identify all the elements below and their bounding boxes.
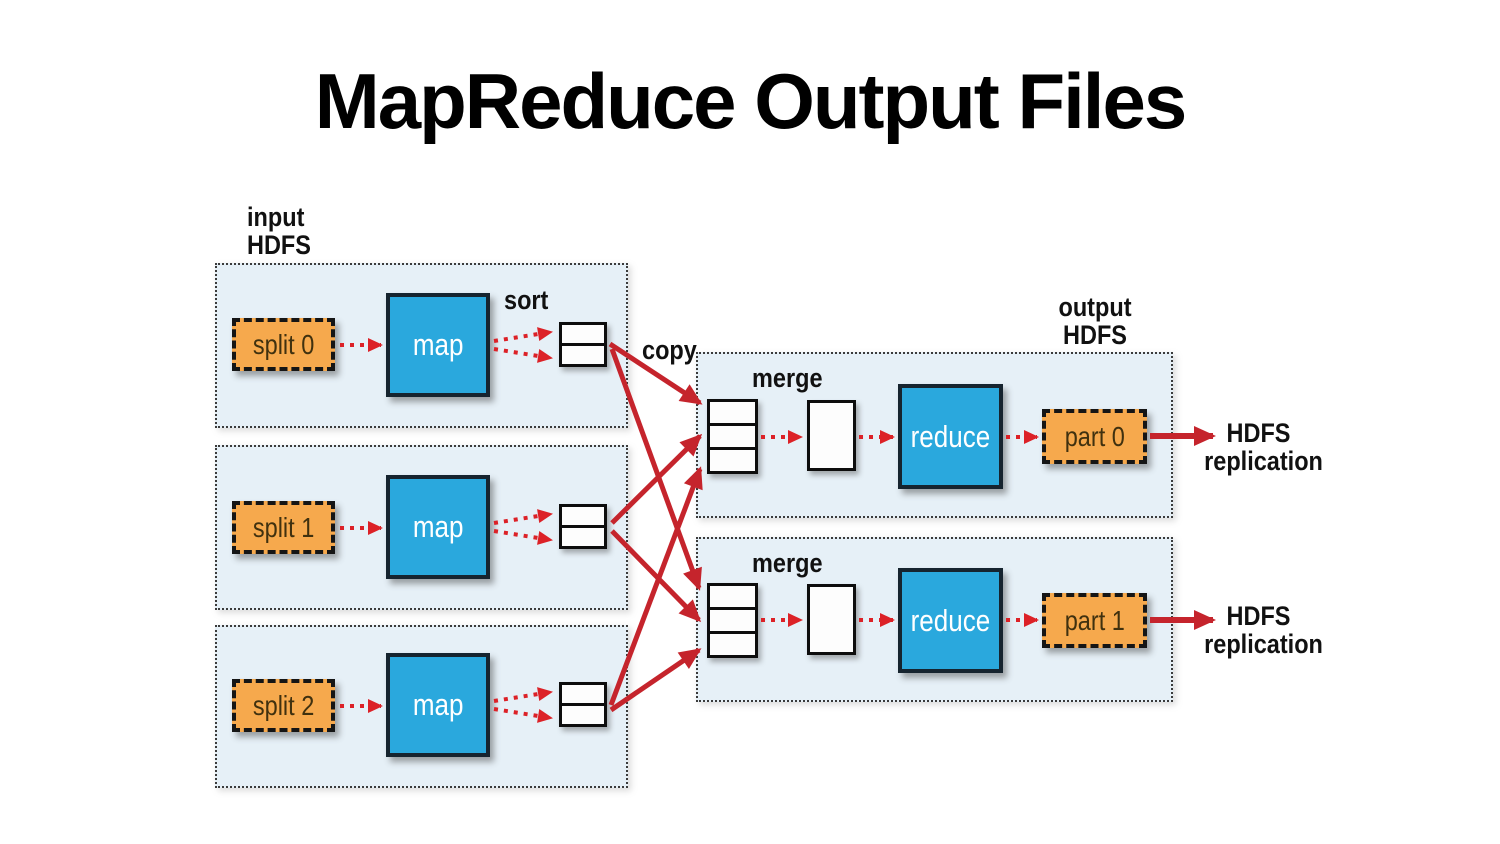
merge-buffer-1-cell: [710, 631, 755, 655]
part-box-0-label: part 0: [1064, 420, 1125, 452]
sort-buffer-2: [559, 682, 607, 727]
merge-buffer-0-cell: [710, 423, 755, 447]
sort-buffer-0-cell: [562, 325, 604, 343]
merge-label-0: merge: [752, 363, 823, 393]
reduce-box-1: reduce: [898, 568, 1003, 673]
map-box-0-label: map: [412, 327, 464, 362]
copy-label: copy: [642, 335, 697, 365]
hdfs-replication-label-1: HDFS replication: [1204, 601, 1323, 659]
part-box-1-label: part 1: [1064, 604, 1125, 636]
reduce-box-0: reduce: [898, 384, 1003, 489]
split-box-1: split 1: [232, 501, 335, 554]
hdfs-replication-0-line2: replication: [1204, 446, 1323, 476]
map-box-1: map: [386, 475, 490, 579]
map-box-2-label: map: [412, 687, 464, 722]
map-box-1-label: map: [412, 509, 464, 544]
output-hdfs-label-line2: HDFS: [1063, 320, 1127, 350]
sort-buffer-1: [559, 504, 607, 549]
split-box-1-label: split 1: [252, 511, 315, 543]
sort-buffer-1-cell: [562, 507, 604, 525]
sort-buffer-0: [559, 322, 607, 367]
split-box-2-label: split 2: [252, 689, 315, 721]
part-box-0: part 0: [1042, 409, 1147, 464]
merge-buffer-1-cell: [710, 586, 755, 607]
merge-buffer-0-cell: [710, 447, 755, 471]
merged-file-box-0: [807, 400, 856, 471]
input-hdfs-label: input HDFS: [247, 203, 311, 259]
page-title: MapReduce Output Files: [314, 57, 1187, 145]
split-box-0-label: split 0: [252, 328, 315, 360]
reduce-box-1-label: reduce: [910, 602, 991, 638]
merge-buffer-1: [707, 583, 758, 658]
map-box-2: map: [386, 653, 490, 757]
hdfs-replication-1-line2: replication: [1204, 629, 1323, 659]
split-box-2: split 2: [232, 679, 335, 732]
input-hdfs-label-line2: HDFS: [247, 230, 311, 260]
hdfs-replication-label-0: HDFS replication: [1204, 418, 1323, 476]
reduce-box-0-label: reduce: [910, 418, 991, 454]
sort-label: sort: [504, 285, 549, 315]
split-box-0: split 0: [232, 318, 335, 371]
input-hdfs-label-line1: input: [247, 202, 305, 232]
merged-file-box-1: [807, 584, 856, 655]
merge-buffer-1-cell: [710, 607, 755, 631]
part-box-1: part 1: [1042, 593, 1147, 648]
sort-buffer-2-cell: [562, 685, 604, 703]
sort-buffer-0-cell: [562, 343, 604, 364]
merge-buffer-0: [707, 399, 758, 474]
output-hdfs-label: output HDFS: [1047, 293, 1143, 349]
map-box-0: map: [386, 293, 490, 397]
hdfs-replication-0-line1: HDFS: [1226, 418, 1291, 448]
merge-buffer-0-cell: [710, 402, 755, 423]
merge-label-1: merge: [752, 548, 823, 578]
sort-buffer-1-cell: [562, 525, 604, 546]
sort-buffer-2-cell: [562, 703, 604, 724]
hdfs-replication-1-line1: HDFS: [1226, 601, 1291, 631]
output-hdfs-label-line1: output: [1058, 292, 1132, 322]
